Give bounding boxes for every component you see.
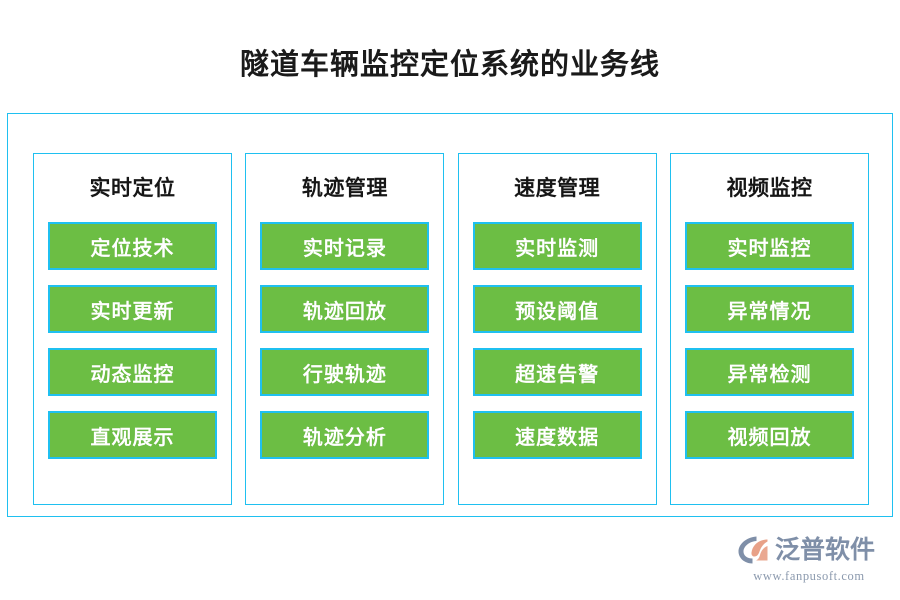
feature-chip[interactable]: 预设阈值 bbox=[472, 285, 642, 333]
feature-chip[interactable]: 直观展示 bbox=[48, 411, 217, 459]
page-title: 隧道车辆监控定位系统的业务线 bbox=[239, 49, 660, 81]
brand-name: 泛普软件 bbox=[775, 536, 876, 564]
feature-chip[interactable]: 实时记录 bbox=[260, 222, 430, 270]
column-title: 轨迹管理 bbox=[301, 176, 388, 200]
feature-chip[interactable]: 行驶轨迹 bbox=[260, 348, 430, 396]
feature-chip[interactable]: 速度数据 bbox=[472, 411, 642, 459]
brand-logo: 泛普软件 www.fanpusoft.com bbox=[736, 532, 882, 588]
feature-chip[interactable]: 超速告警 bbox=[472, 348, 642, 396]
feature-chip[interactable]: 视频回放 bbox=[684, 411, 854, 459]
business-column[interactable]: 视频监控实时监控异常情况异常检测视频回放 bbox=[669, 153, 869, 505]
feature-chip-list: 实时记录轨迹回放行驶轨迹轨迹分析 bbox=[246, 222, 443, 459]
column-title: 速度管理 bbox=[514, 176, 601, 200]
business-line-board: 实时定位定位技术实时更新动态监控直观展示轨迹管理实时记录轨迹回放行驶轨迹轨迹分析… bbox=[7, 113, 893, 517]
fanpu-swoosh-logo-icon bbox=[736, 534, 772, 566]
feature-chip[interactable]: 实时监测 bbox=[472, 222, 642, 270]
brand-url: www.fanpusoft.com bbox=[753, 569, 865, 583]
feature-chip[interactable]: 异常检测 bbox=[684, 348, 854, 396]
business-column[interactable]: 轨迹管理实时记录轨迹回放行驶轨迹轨迹分析 bbox=[245, 153, 445, 505]
column-container: 实时定位定位技术实时更新动态监控直观展示轨迹管理实时记录轨迹回放行驶轨迹轨迹分析… bbox=[33, 153, 869, 505]
business-column[interactable]: 速度管理实时监测预设阈值超速告警速度数据 bbox=[457, 153, 657, 505]
feature-chip-list: 定位技术实时更新动态监控直观展示 bbox=[34, 222, 231, 459]
feature-chip[interactable]: 实时监控 bbox=[684, 222, 854, 270]
feature-chip[interactable]: 动态监控 bbox=[48, 348, 217, 396]
feature-chip-list: 实时监控异常情况异常检测视频回放 bbox=[671, 222, 868, 459]
feature-chip-list: 实时监测预设阈值超速告警速度数据 bbox=[459, 222, 656, 459]
brand-row: 泛普软件 bbox=[736, 532, 882, 568]
feature-chip[interactable]: 异常情况 bbox=[684, 285, 854, 333]
feature-chip[interactable]: 实时更新 bbox=[48, 285, 217, 333]
feature-chip[interactable]: 轨迹回放 bbox=[260, 285, 430, 333]
column-title: 视频监控 bbox=[726, 176, 813, 200]
feature-chip[interactable]: 轨迹分析 bbox=[260, 411, 430, 459]
feature-chip[interactable]: 定位技术 bbox=[48, 222, 217, 270]
business-column[interactable]: 实时定位定位技术实时更新动态监控直观展示 bbox=[33, 153, 232, 505]
column-title: 实时定位 bbox=[89, 176, 176, 200]
